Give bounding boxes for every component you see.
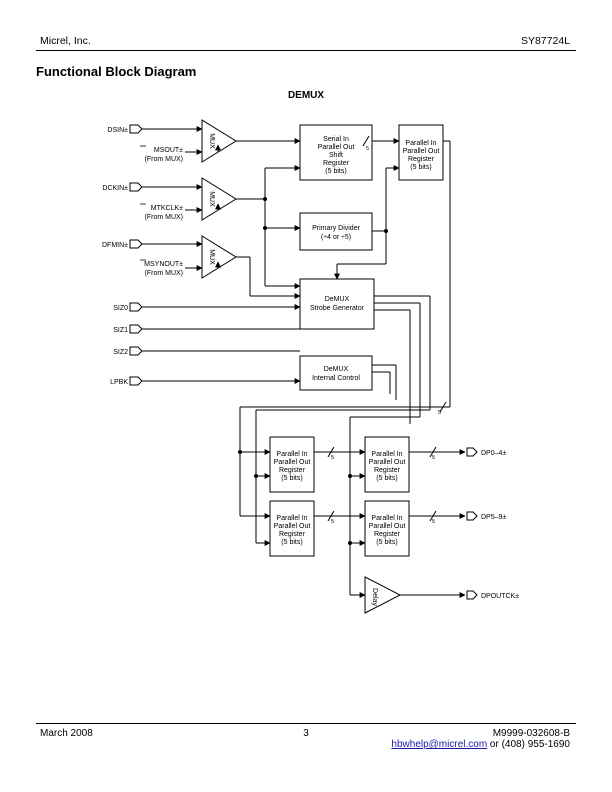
reg2-line-1: Parallel In [371, 451, 402, 458]
diagram-title: DEMUX [287, 90, 325, 101]
pipo-top-line-1: Parallel In [405, 140, 436, 147]
reg1-line-3: Register [279, 467, 306, 474]
reg2-line-4: (5 bits) [376, 475, 397, 482]
support-email-link[interactable]: hbwhelp@micrel.com [391, 739, 488, 750]
page-number: 3 [303, 728, 309, 739]
bus-width-1: 5 [366, 146, 369, 152]
mux-clock [201, 177, 237, 221]
bus-width-6: 5 [432, 519, 435, 525]
label-dpoutck: DPOUTCK± [481, 593, 519, 600]
label-dsin: DSIN± [107, 127, 128, 134]
pin-dckin [129, 182, 143, 192]
control-line-2: Internal Control [312, 375, 360, 382]
divider-line-1: Primary Divider [312, 225, 361, 232]
pipo-top-line-4: (5 bits) [410, 164, 431, 171]
footer-contact: hbwhelp@micrel.com or (408) 955-1690 [391, 739, 570, 750]
label-siz0: SIZ0 [113, 305, 128, 312]
pin-lpbk [129, 376, 143, 386]
reg3-line-4: (5 bits) [281, 539, 302, 546]
reg4-line-1: Parallel In [371, 515, 402, 522]
reg3-line-3: Register [279, 531, 306, 538]
reg4-line-4: (5 bits) [376, 539, 397, 546]
reg4-line-3: Register [374, 531, 401, 538]
bus-width-4: 5 [331, 519, 334, 525]
strobe-generator [299, 278, 375, 330]
delay-buffer [364, 576, 402, 614]
pipo-top-line-3: Register [408, 156, 435, 163]
label-msout: MSOUT± [154, 147, 183, 154]
pipo-register-1 [269, 436, 315, 493]
label-mtkclk: MTKCLK± [151, 205, 183, 212]
divider-line-2: (÷4 or ÷5) [321, 234, 351, 241]
pin-dpoutck [466, 590, 478, 600]
control-line-1: DeMUX [324, 366, 349, 373]
bus-width-2: 5 [438, 410, 441, 416]
pin-dfmin [129, 239, 143, 249]
label-siz2: SIZ2 [113, 349, 128, 356]
footer-date: March 2008 [40, 728, 93, 739]
label-msout-note: (From MUX) [145, 156, 184, 163]
label-lpbk: LPBK [110, 379, 128, 386]
label-dckin: DCKIN± [102, 185, 128, 192]
sipo-line-4: Register [323, 160, 350, 167]
reg1-line-2: Parallel Out [274, 459, 311, 466]
reg1-line-1: Parallel In [276, 451, 307, 458]
sipo-line-5: (5 bits) [325, 168, 346, 175]
footer-rule [36, 723, 576, 724]
bus-width-5: 5 [432, 455, 435, 461]
reg4-line-2: Parallel Out [369, 523, 406, 530]
mux-label-2: MUX [208, 191, 215, 207]
label-msynout-note: (From MUX) [145, 270, 184, 277]
sipo-line-3: Shift [329, 152, 343, 159]
internal-control [299, 355, 373, 391]
pipo-register-3 [269, 500, 315, 557]
mux-label-1: MUX [208, 133, 215, 149]
pin-dp5-9 [466, 511, 478, 521]
header-rule [36, 50, 576, 51]
label-msynout: MSYNOUT± [144, 261, 183, 268]
mux-label-3: MUX [208, 249, 215, 265]
mux-data [201, 119, 237, 163]
pipo-register-2 [364, 436, 410, 493]
sipo-register [299, 124, 373, 181]
reg2-line-3: Register [374, 467, 401, 474]
sipo-line-1: Serial In [323, 136, 349, 143]
strobe-line-1: DeMUX [325, 296, 350, 303]
label-mtkclk-note: (From MUX) [145, 214, 184, 221]
company-name: Micrel, Inc. [40, 35, 91, 47]
part-number: SY87724L [520, 35, 570, 47]
strobe-line-2: Strobe Generator [310, 305, 365, 312]
pipo-top-register [398, 124, 444, 181]
bus-width-3: 5 [331, 455, 334, 461]
delay-label: Delay [371, 588, 378, 606]
pin-siz2 [129, 346, 143, 356]
pipo-register-4 [364, 500, 410, 557]
reg1-line-4: (5 bits) [281, 475, 302, 482]
pipo-top-line-2: Parallel Out [403, 148, 440, 155]
label-dp0-4: DP0–4± [481, 450, 506, 457]
sipo-line-2: Parallel Out [318, 144, 355, 151]
label-dfmin: DFMIN± [102, 242, 128, 249]
section-title: Functional Block Diagram [36, 64, 197, 79]
label-siz1: SIZ1 [113, 327, 128, 334]
pin-dp0-4 [466, 447, 478, 457]
label-dp5-9: DP5–9± [481, 514, 506, 521]
reg2-line-2: Parallel Out [369, 459, 406, 466]
doc-number: M9999-032608-B [492, 728, 570, 739]
pin-siz0 [129, 302, 143, 312]
mux-frame [201, 235, 237, 279]
reg3-line-1: Parallel In [276, 515, 307, 522]
reg3-line-2: Parallel Out [274, 523, 311, 530]
pin-siz1 [129, 324, 143, 334]
support-phone: or (408) 955-1690 [487, 739, 570, 750]
pin-dsin [129, 124, 143, 134]
